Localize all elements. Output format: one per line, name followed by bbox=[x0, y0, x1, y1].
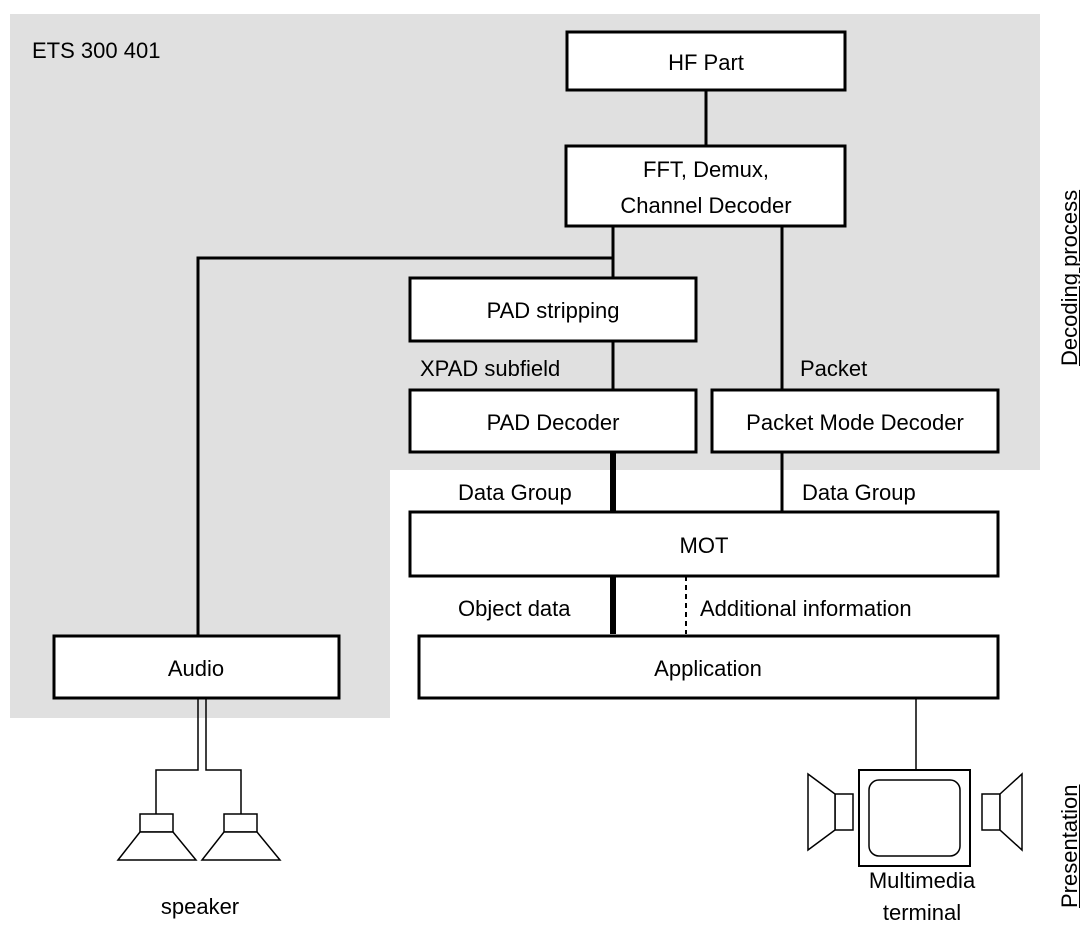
audio-box: Audio bbox=[52, 634, 341, 700]
connections bbox=[155, 90, 917, 814]
additional-information-label: Additional information bbox=[700, 596, 912, 621]
decoding-process-label: Decoding process bbox=[1057, 190, 1080, 366]
pad-stripping-box: PAD stripping bbox=[408, 276, 698, 343]
hf-part-box: HF Part bbox=[565, 30, 847, 92]
packet-mode-decoder-label: Packet Mode Decoder bbox=[746, 410, 964, 435]
fft-demux-box: FFT, Demux, Channel Decoder bbox=[564, 144, 847, 228]
data-group-left-label: Data Group bbox=[458, 480, 572, 505]
fft-label-line1: FFT, Demux, bbox=[643, 157, 769, 182]
multimedia-terminal-icon bbox=[807, 769, 1023, 867]
audio-label: Audio bbox=[168, 656, 224, 681]
packet-mode-decoder-box: Packet Mode Decoder bbox=[710, 388, 1000, 454]
object-data-label: Object data bbox=[458, 596, 571, 621]
pad-stripping-label: PAD stripping bbox=[487, 298, 620, 323]
mot-label: MOT bbox=[680, 533, 729, 558]
terminal-label-line2: terminal bbox=[883, 900, 961, 925]
application-box: Application bbox=[417, 634, 1000, 700]
audio-to-left-speaker-line bbox=[155, 698, 199, 814]
region-label: ETS 300 401 bbox=[32, 38, 160, 63]
fft-label-line2: Channel Decoder bbox=[620, 193, 791, 218]
speaker-label: speaker bbox=[161, 894, 239, 919]
pad-decoder-label: PAD Decoder bbox=[487, 410, 620, 435]
hf-part-label: HF Part bbox=[668, 50, 744, 75]
presentation-label: Presentation bbox=[1057, 784, 1080, 908]
audio-to-right-speaker-line bbox=[205, 698, 242, 814]
pad-decoder-box: PAD Decoder bbox=[408, 388, 698, 454]
packet-label: Packet bbox=[800, 356, 867, 381]
speaker-icon bbox=[116, 813, 282, 861]
xpad-subfield-label: XPAD subfield bbox=[420, 356, 560, 381]
fft-to-audio-line bbox=[196, 256, 613, 636]
application-label: Application bbox=[654, 656, 762, 681]
terminal-label-line1: Multimedia bbox=[869, 868, 976, 893]
data-group-right-label: Data Group bbox=[802, 480, 916, 505]
mot-box: MOT bbox=[408, 510, 1000, 578]
